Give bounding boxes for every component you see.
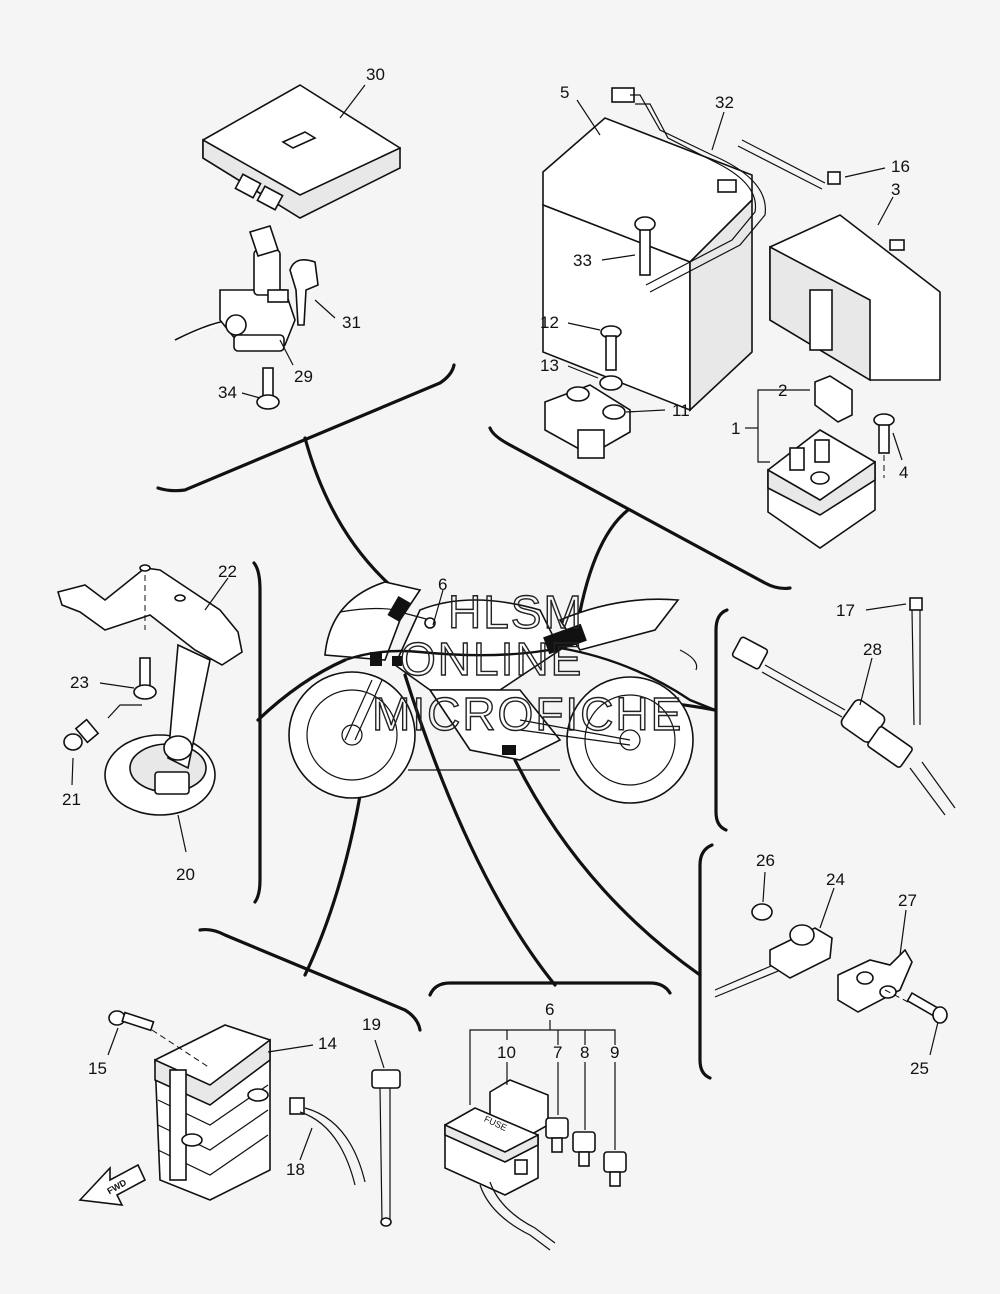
bolt-25 xyxy=(906,991,948,1024)
bolt-15 xyxy=(108,1010,155,1032)
washer-13 xyxy=(599,375,623,391)
callout-30: 30 xyxy=(366,65,385,84)
regulator-14 xyxy=(154,1024,271,1201)
callout-9: 9 xyxy=(610,1043,619,1062)
bolt-34 xyxy=(256,367,280,410)
fuse-8 xyxy=(572,1062,596,1167)
cover-3 xyxy=(769,214,941,382)
leader-curve-sensor xyxy=(513,758,702,977)
callout-27: 27 xyxy=(898,891,917,910)
fwd-arrow-icon: FWD xyxy=(78,1163,147,1206)
callout-1: 1 xyxy=(731,419,740,438)
battery-cable-32 xyxy=(630,94,766,293)
callout-32: 32 xyxy=(715,93,734,112)
band-18 xyxy=(289,1097,366,1186)
watermark: HLSM ONLINE MICROFICHE xyxy=(371,585,683,740)
fuse-9 xyxy=(603,1062,627,1187)
motorcycle-outline xyxy=(288,581,717,804)
cable-tie-17 xyxy=(909,597,923,726)
callout-7: 7 xyxy=(553,1043,562,1062)
watermark-line-2: ONLINE xyxy=(400,633,583,685)
leader-curve-fuse xyxy=(403,673,557,987)
bolt-33 xyxy=(634,216,656,276)
callout-15: 15 xyxy=(88,1059,107,1078)
fuse-2 xyxy=(814,375,853,423)
callout-31: 31 xyxy=(342,313,361,332)
watermark-line-3: MICROFICHE xyxy=(372,688,683,740)
section-arc-bottom-center xyxy=(428,981,672,997)
horn-20 xyxy=(104,643,216,816)
callout-18: 18 xyxy=(286,1160,305,1179)
callout-13: 13 xyxy=(540,356,559,375)
section-arc-top-right xyxy=(488,426,792,591)
band-16 xyxy=(737,139,841,190)
callout-29: 29 xyxy=(294,367,313,386)
section-arc-right-low xyxy=(698,843,714,1080)
fuse-box-6: FUSE xyxy=(444,1107,556,1251)
leader-curve-horn xyxy=(256,658,347,722)
callout-16: 16 xyxy=(891,157,910,176)
callout-10: 10 xyxy=(497,1043,516,1062)
sensor-24 xyxy=(714,924,833,998)
section-arc-top-left xyxy=(156,363,456,493)
callout-19: 19 xyxy=(362,1015,381,1034)
starter-relay-1 xyxy=(767,429,876,549)
callout-11: 11 xyxy=(672,401,690,420)
callout-22: 22 xyxy=(218,562,237,581)
callout-24: 24 xyxy=(826,870,845,889)
callout-23: 23 xyxy=(70,673,89,692)
leader-curve-ecu xyxy=(303,436,392,587)
callout-25: 25 xyxy=(910,1059,929,1078)
callout-6-fuse: 6 xyxy=(545,1000,554,1019)
callout-8: 8 xyxy=(580,1043,589,1062)
callout-17: 17 xyxy=(836,601,855,620)
callout-2: 2 xyxy=(778,381,787,400)
callout-28: 28 xyxy=(863,640,882,659)
callout-3: 3 xyxy=(891,180,900,199)
bolt-23 xyxy=(133,657,157,700)
collar-26 xyxy=(751,903,773,921)
plate-27 xyxy=(837,948,913,1013)
callout-5: 5 xyxy=(560,83,569,102)
watermark-line-1: HLSM xyxy=(448,586,584,638)
bolt-21 xyxy=(63,718,100,751)
relay-11 xyxy=(544,384,631,459)
callout-34: 34 xyxy=(218,383,237,402)
section-arc-bottom-left xyxy=(198,927,422,1032)
horn-bracket-22 xyxy=(56,564,243,666)
section-arc-left xyxy=(252,561,262,904)
bolt-4 xyxy=(873,413,895,454)
callout-26: 26 xyxy=(756,851,775,870)
section-arc-right-mid xyxy=(714,608,729,832)
band-19 xyxy=(371,1069,401,1227)
callout-21: 21 xyxy=(62,790,81,809)
key-icon xyxy=(289,259,319,326)
battery xyxy=(542,87,753,412)
fuse-7 xyxy=(545,1062,569,1153)
callout-4: 4 xyxy=(899,463,908,482)
callout-6: 6 xyxy=(438,575,447,594)
callout-14: 14 xyxy=(318,1034,337,1053)
o2-sensor-28 xyxy=(731,636,956,816)
bolt-12 xyxy=(600,325,622,371)
ecu-unit xyxy=(202,84,401,219)
callout-12: 12 xyxy=(540,313,559,332)
callout-33: 33 xyxy=(573,251,592,270)
main-switch xyxy=(174,225,296,352)
callout-20: 20 xyxy=(176,865,195,884)
